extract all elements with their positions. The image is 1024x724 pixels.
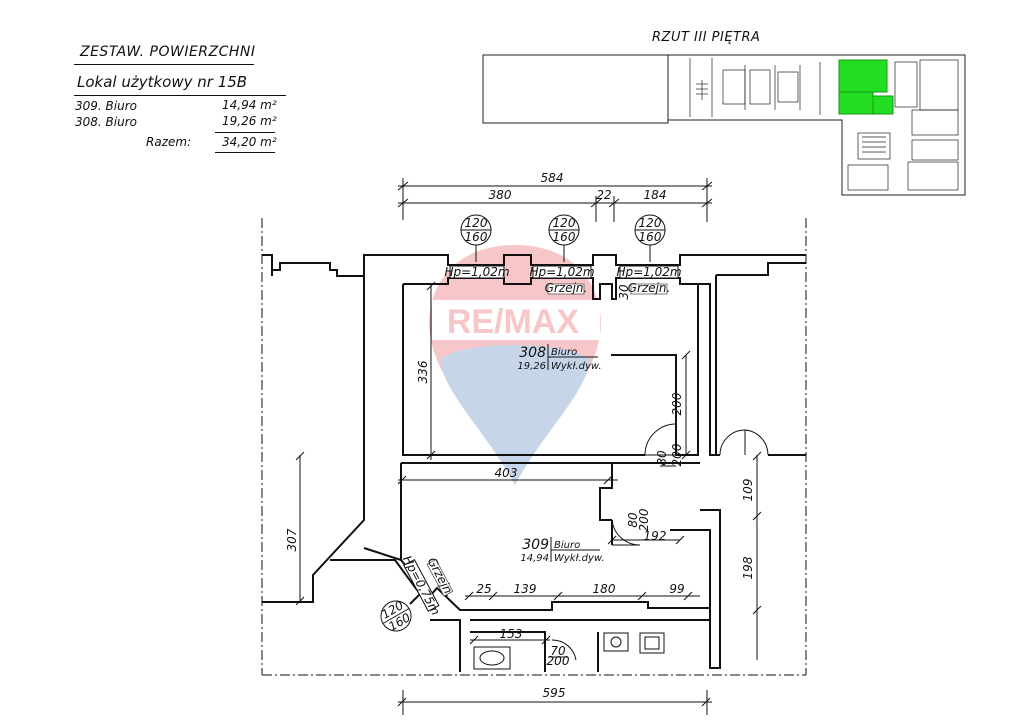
key-plan-wing [482, 54, 669, 124]
dim-room308-height: 336 [416, 360, 430, 383]
room-name: Biuro [554, 540, 580, 551]
room-number: 309 [522, 537, 549, 553]
top-dimensions [397, 178, 713, 222]
key-plan-highlight-309 [838, 91, 874, 115]
door-swing [611, 519, 641, 546]
summary-total-label: Razem: [146, 135, 192, 149]
summary-total-value: 34,20 m² [222, 135, 277, 149]
key-plan-highlight-308 [838, 59, 888, 93]
key-plan-outline [667, 54, 966, 196]
summary-heading-underline [74, 64, 254, 65]
svg-text:200: 200 [547, 654, 570, 668]
summary-total-underline [215, 152, 275, 153]
heater-label: Grzejn. [628, 281, 671, 295]
room-name: Biuro [551, 347, 577, 358]
key-plan [482, 54, 966, 196]
window-tag: 120 160 [460, 214, 492, 262]
window-tag: 120 160 [379, 598, 413, 634]
heater-label: Grzejn. [545, 281, 588, 295]
key-plan-title: RZUT III PIĘTRA [652, 30, 761, 45]
dim-top-b: 22 [596, 188, 611, 202]
dim-top-total: 584 [541, 171, 564, 185]
sill-label: Hp=1,02m [529, 265, 594, 279]
sill-label: Hp=1,02m [616, 265, 681, 279]
svg-text:Hp=1,02m: Hp=1,02m [529, 265, 594, 279]
svg-text:160: 160 [465, 230, 488, 244]
window-tag: 120 160 [548, 214, 580, 262]
room-label-309: 309 Biuro 14,94 Wykł.dyw. [520, 537, 605, 564]
summary-row-name: 308. Biuro [75, 115, 137, 129]
summary-heading: ZESTAW. POWIERZCHNI [80, 44, 256, 60]
svg-text:200: 200 [670, 443, 684, 466]
remax-watermark: RE/MAX [429, 245, 601, 485]
svg-text:Hp=1,02m: Hp=1,02m [444, 265, 509, 279]
summary-sum-rule [215, 132, 275, 133]
svg-text:Grzejn.: Grzejn. [628, 281, 671, 295]
dim-left-wall: 307 [285, 528, 299, 551]
dim-strip-99: 99 [669, 582, 684, 596]
door-swing [551, 639, 577, 661]
svg-text:160: 160 [639, 230, 662, 244]
svg-text:120: 120 [553, 216, 576, 230]
sink-icon [603, 632, 629, 652]
svg-text:Grzejn.: Grzejn. [545, 281, 588, 295]
room-number: 308 [519, 345, 546, 361]
dim-bath-153: 153 [500, 627, 523, 641]
svg-text:80: 80 [655, 450, 669, 466]
door-tag: 70 200 [547, 644, 570, 668]
svg-text:70: 70 [550, 644, 566, 658]
dim-room308-right: 200 [670, 392, 684, 415]
room-area: 19,26 [517, 361, 546, 372]
dim-right-198: 198 [741, 556, 755, 579]
dim-room309-width: 403 [495, 466, 518, 480]
door-tag: 80 200 [655, 443, 684, 467]
window-tag: 120 160 [634, 214, 666, 262]
walls [262, 254, 806, 672]
key-plan-highlight-corridor [872, 95, 894, 115]
kitchen-sink-icon [639, 632, 665, 654]
svg-text:160: 160 [553, 230, 576, 244]
room-floor: Wykł.dyw. [551, 361, 602, 372]
balloon-bottom-shape [440, 345, 590, 485]
room-floor: Wykł.dyw. [554, 553, 605, 564]
door-tag: 80 200 [626, 508, 651, 531]
watermark-text: RE/MAX [447, 303, 580, 341]
dim-strip-180: 180 [593, 582, 616, 596]
interior-dimensions [295, 281, 762, 715]
svg-text:120: 120 [465, 216, 488, 230]
dim-bottom-total: 595 [543, 686, 566, 700]
dim-top-a: 380 [489, 188, 512, 202]
dim-right-109: 109 [741, 479, 755, 502]
dim-notch-30: 30 [617, 284, 631, 300]
dim-corridor-192: 192 [644, 529, 667, 543]
svg-text:200: 200 [637, 508, 651, 531]
summary-row-area: 19,26 m² [222, 114, 277, 128]
svg-text:120: 120 [639, 216, 662, 230]
svg-text:80: 80 [626, 512, 640, 528]
door-swing [719, 429, 769, 456]
unit-title: Lokal użytkowy nr 15B [77, 73, 248, 91]
sill-label: Hp=1,02m [444, 265, 509, 279]
dim-top-c: 184 [644, 188, 667, 202]
room-label-308: 308 Biuro 19,26 Wykł.dyw. [517, 344, 602, 372]
watermark-band [432, 300, 600, 340]
balloon-top-shape [429, 245, 601, 485]
svg-text:Hp=1,02m: Hp=1,02m [616, 265, 681, 279]
summary-row-area: 14,94 m² [222, 98, 277, 112]
dim-strip-139: 139 [514, 582, 537, 596]
door-swing [644, 423, 677, 456]
unit-title-underline [74, 95, 286, 96]
room-area: 14,94 [520, 553, 549, 564]
dim-strip-25: 25 [476, 582, 491, 596]
summary-row-name: 309. Biuro [75, 99, 137, 113]
toilet-icon [473, 646, 511, 670]
section-boundary [261, 218, 807, 676]
